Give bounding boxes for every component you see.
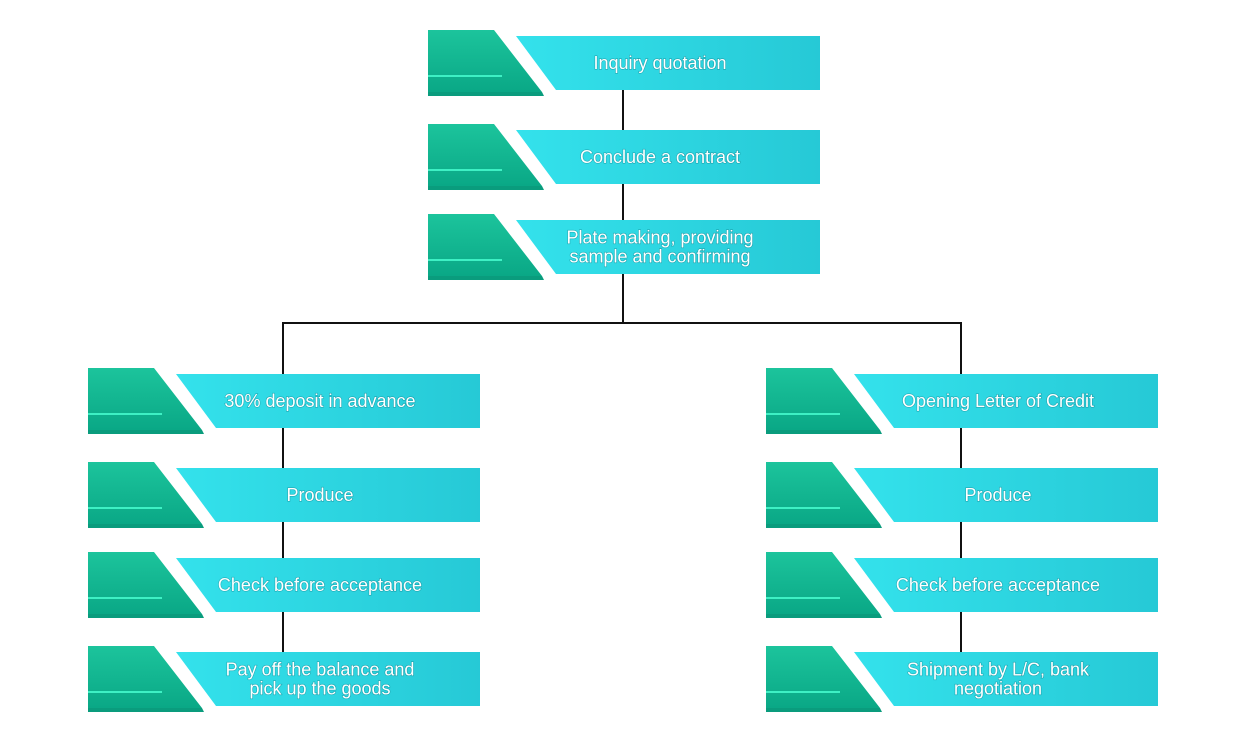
node-divider-stripe [170, 558, 216, 612]
node-banner [514, 36, 820, 90]
node-banner [174, 558, 480, 612]
node-label: Produce [964, 485, 1031, 505]
node-tab-shadow [428, 186, 544, 190]
node-tab-accent-line [428, 169, 502, 171]
node-label: Check before acceptance [896, 575, 1100, 595]
node-tab-accent-line [766, 691, 840, 693]
node-banner [514, 130, 820, 184]
node-tab-accent-line [766, 507, 840, 509]
node-tab-accent-line [88, 507, 162, 509]
node-tab-shadow [766, 614, 882, 618]
node-label: Check before acceptance [218, 575, 422, 595]
node-label-line: Produce [964, 485, 1031, 505]
node-label-line: pick up the goods [249, 679, 390, 699]
node-label-line: Shipment by L/C, bank [907, 660, 1090, 680]
node-label: 30% deposit in advance [224, 391, 415, 411]
node-conclude-contract[interactable]: Conclude a contract [428, 124, 820, 190]
node-check-left[interactable]: Check before acceptance [88, 552, 480, 618]
node-label: Inquiry quotation [593, 53, 726, 73]
node-divider-stripe [848, 468, 894, 522]
node-tab-accent-line [766, 413, 840, 415]
node-tab-accent-line [428, 75, 502, 77]
node-divider-stripe [510, 220, 556, 274]
node-label-line: Opening Letter of Credit [902, 391, 1094, 411]
node-banner [852, 468, 1158, 522]
node-banner [514, 220, 820, 274]
node-label-line: negotiation [954, 679, 1042, 699]
node-label-line: Check before acceptance [896, 575, 1100, 595]
node-label-line: Inquiry quotation [593, 53, 726, 73]
node-label: Opening Letter of Credit [902, 391, 1094, 411]
node-tab-shadow [428, 276, 544, 280]
node-produce-left[interactable]: Produce [88, 462, 480, 528]
node-tab-accent-line [88, 413, 162, 415]
node-label-line: sample and confirming [569, 247, 750, 267]
node-banner [174, 374, 480, 428]
node-divider-stripe [170, 374, 216, 428]
node-tab-shadow [88, 430, 204, 434]
node-tab-accent-line [88, 691, 162, 693]
node-divider-stripe [510, 36, 556, 90]
node-tab-shadow [88, 708, 204, 712]
connector-plate-making-to-opening-lc [622, 274, 962, 374]
node-divider-stripe [848, 374, 894, 428]
node-opening-lc[interactable]: Opening Letter of Credit [766, 368, 1158, 434]
node-divider-stripe [848, 652, 894, 706]
node-divider-stripe [170, 652, 216, 706]
node-divider-stripe [848, 558, 894, 612]
node-tab-accent-line [428, 259, 502, 261]
node-banner [174, 468, 480, 522]
node-tab-shadow [766, 524, 882, 528]
connector-plate-making-to-deposit-advance [282, 274, 624, 374]
node-tab-accent-line [88, 597, 162, 599]
node-deposit-advance[interactable]: 30% deposit in advance [88, 368, 480, 434]
node-label-line: Check before acceptance [218, 575, 422, 595]
node-banner [852, 652, 1158, 706]
node-label-line: Produce [286, 485, 353, 505]
node-label-line: 30% deposit in advance [224, 391, 415, 411]
node-tab-shadow [766, 708, 882, 712]
node-tab-shadow [428, 92, 544, 96]
node-tab-accent-line [766, 597, 840, 599]
node-label: Conclude a contract [580, 147, 740, 167]
node-banner [174, 652, 480, 706]
connector-lines [282, 90, 962, 652]
node-banner [852, 374, 1158, 428]
node-banner [852, 558, 1158, 612]
node-divider-stripe [170, 468, 216, 522]
node-label-line: Pay off the balance and [226, 660, 415, 680]
node-inquiry-quotation[interactable]: Inquiry quotation [428, 30, 820, 96]
node-tab-shadow [88, 614, 204, 618]
node-label: Produce [286, 485, 353, 505]
node-check-right[interactable]: Check before acceptance [766, 552, 1158, 618]
node-divider-stripe [510, 130, 556, 184]
node-produce-right[interactable]: Produce [766, 462, 1158, 528]
node-label-line: Conclude a contract [580, 147, 740, 167]
node-tab-shadow [766, 430, 882, 434]
node-label-line: Plate making, providing [566, 228, 753, 248]
node-tab-shadow [88, 524, 204, 528]
